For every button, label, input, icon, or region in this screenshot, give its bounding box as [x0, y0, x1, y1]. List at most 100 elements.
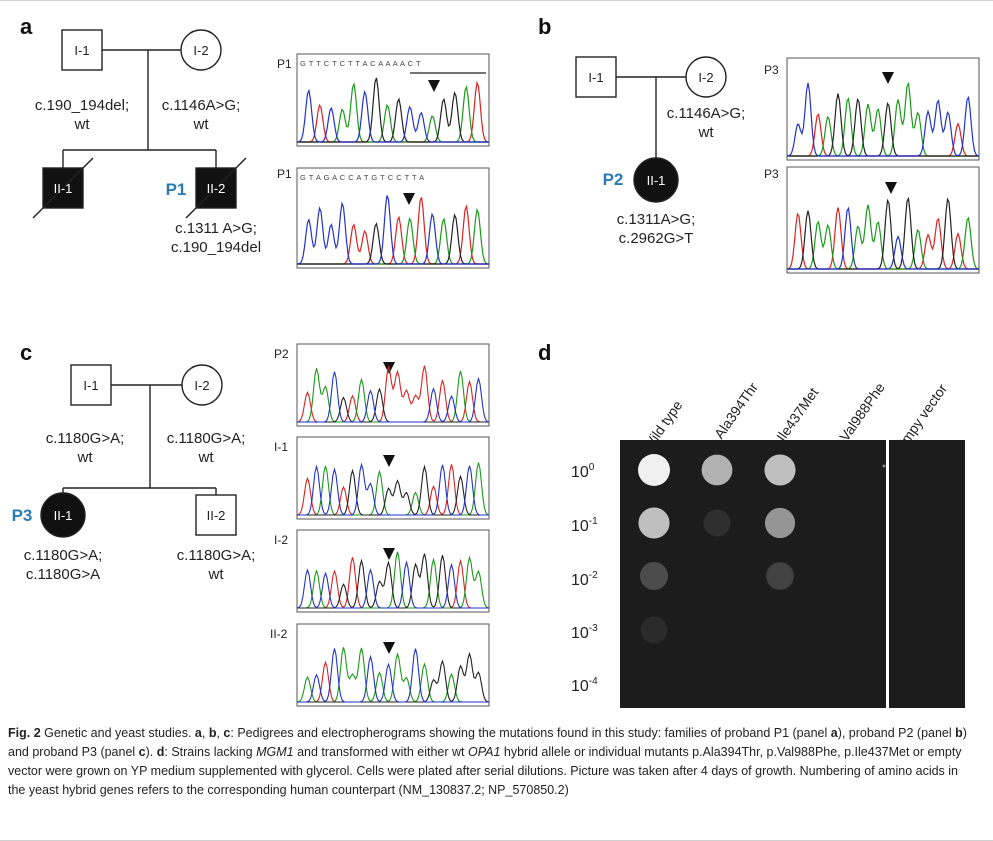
caption-t7: and transformed with either wt	[293, 745, 468, 759]
geno-a-i2-2: wt	[193, 116, 210, 133]
dil-base-2: 10	[571, 572, 589, 589]
caption-t2: : Pedigrees and electropherograms showin…	[230, 726, 831, 740]
dil-base-3: 10	[571, 625, 589, 642]
dil-base-1: 10	[571, 518, 589, 535]
trace-box-c1	[296, 343, 490, 427]
caption-sep2: ,	[216, 726, 224, 740]
dil-exp-4: -4	[589, 676, 598, 687]
node-c-i2	[181, 364, 223, 406]
node-c-ii1	[40, 492, 86, 538]
label-b-i1: I-1	[588, 70, 603, 85]
caption-sep1: ,	[201, 726, 209, 740]
svg-text:10-1: 10-1	[571, 516, 598, 535]
dil-exp-0: 0	[589, 462, 595, 473]
node-a-i1	[61, 29, 103, 71]
trace-c4	[297, 647, 489, 703]
label-c-ii1: II-1	[54, 508, 73, 523]
seq-a2: G T A G A C C A T G T C C T T A	[300, 173, 425, 182]
tr-c3-channel-2	[297, 553, 489, 609]
dil-exp-3: -3	[589, 623, 598, 634]
geno-c-ii2-2: wt	[208, 566, 225, 583]
tr-c3-channel-3	[297, 560, 489, 609]
trace-a1	[297, 77, 489, 143]
caption-b2: b	[955, 726, 963, 740]
tr-b2-channel-3	[787, 206, 979, 270]
node-b-ii1	[633, 157, 679, 203]
caption-t6: : Strains lacking	[164, 745, 257, 759]
node-c-ii2	[195, 494, 237, 536]
proband-b: P2	[603, 170, 624, 189]
top-rule	[0, 0, 993, 1]
trace-label-a2: P1	[277, 167, 292, 181]
trace-label-b1: P3	[764, 63, 779, 77]
trace-c2	[297, 462, 489, 516]
tr-a2-channel-2	[297, 213, 489, 265]
dil-exp-2: -2	[589, 570, 598, 581]
pedigree-a	[32, 29, 247, 219]
geno-c-i2-1: c.1180G>A;	[167, 430, 246, 447]
trace-label-a1: P1	[277, 57, 292, 71]
label-a-i2: I-2	[193, 43, 208, 58]
trace-label-c3: I-2	[274, 533, 288, 547]
caption-a: a	[194, 726, 202, 740]
caption-a2: a	[830, 726, 838, 740]
yeast-plate-control	[889, 440, 965, 708]
tr-c4-channel-3	[297, 648, 489, 703]
trace-label-c2: I-1	[274, 440, 288, 454]
dilution-labels: 100 10-1 10-2 10-3 10-4	[571, 462, 598, 695]
proband-c: P3	[12, 506, 33, 525]
trace-c1	[297, 364, 489, 423]
panel-letter-b: b	[538, 14, 552, 39]
yeast-spot-r0-c1	[701, 454, 733, 486]
yeast-spots	[638, 454, 796, 644]
trace-label-b2: P3	[764, 167, 779, 181]
trace-b2	[787, 196, 979, 270]
yeast-spot-r1-c2	[764, 507, 796, 539]
pedigree-c	[40, 364, 237, 538]
caption-t1: Genetic and yeast studies.	[40, 726, 195, 740]
geno-a-proband-1: c.1311 A>G;	[175, 220, 257, 237]
trace-b1	[787, 81, 979, 157]
yeast-spot-r0-c0	[638, 454, 670, 486]
node-a-i2	[180, 29, 222, 71]
geno-a-i2-1: c.1146A>G;	[162, 97, 241, 114]
figure-svg: I-1 I-2 II-1 II-2 c.190_194del; wt c.114…	[12, 29, 980, 708]
tr-a1-channel-3	[297, 88, 489, 143]
label-c-ii2: II-2	[207, 508, 226, 523]
geno-c-i2-2: wt	[198, 449, 215, 466]
svg-text:10-4: 10-4	[571, 676, 598, 695]
geno-c-i1-2: wt	[77, 449, 94, 466]
panel-letter-a: a	[20, 14, 33, 39]
label-b-i2: I-2	[698, 70, 713, 85]
dil-base-4: 10	[571, 678, 589, 695]
geno-c-ii1-2: c.1180G>A	[26, 566, 100, 583]
yeast-spot-r0-c2	[764, 454, 796, 486]
node-b-i2	[685, 56, 727, 98]
geno-c-ii1-1: c.1180G>A;	[24, 547, 103, 564]
geno-b-i2-1: c.1146A>G;	[667, 105, 746, 122]
caption-opa1: OPA1	[467, 745, 501, 759]
geno-c-i1-1: c.1180G>A;	[46, 430, 125, 447]
label-a-ii1: II-1	[54, 181, 73, 196]
caption-t5: ).	[145, 745, 157, 759]
geno-a-i1-1: c.190_194del;	[35, 97, 129, 114]
svg-text:10-3: 10-3	[571, 623, 598, 642]
seq-a1: G T T C T C T T A C A A A A C T	[300, 59, 421, 68]
caption-fig: Fig. 2	[8, 726, 41, 740]
yeast-spot-r1-c0	[638, 507, 670, 539]
geno-b-i2-2: wt	[698, 124, 715, 141]
caption-t8: hybrid allele or individual mutants p.Al…	[8, 745, 962, 797]
label-a-ii2: II-2	[207, 181, 226, 196]
caption-d: d	[156, 745, 165, 759]
tr-c1-channel-3	[297, 371, 489, 423]
dil-exp-1: -1	[589, 516, 598, 527]
caption-t4: ) and proband P3 (panel	[8, 726, 967, 759]
geno-c-ii2-1: c.1180G>A;	[177, 547, 256, 564]
trace-label-c4: II-2	[270, 627, 288, 641]
caption-mgm1: MGM1	[256, 745, 294, 759]
geno-b-proband-1: c.1311A>G;	[617, 211, 696, 228]
pedigree-b	[575, 56, 727, 203]
caption-b: b	[208, 726, 217, 740]
panel-letter-d: d	[538, 340, 552, 365]
tr-b1-channel-3	[787, 82, 979, 157]
